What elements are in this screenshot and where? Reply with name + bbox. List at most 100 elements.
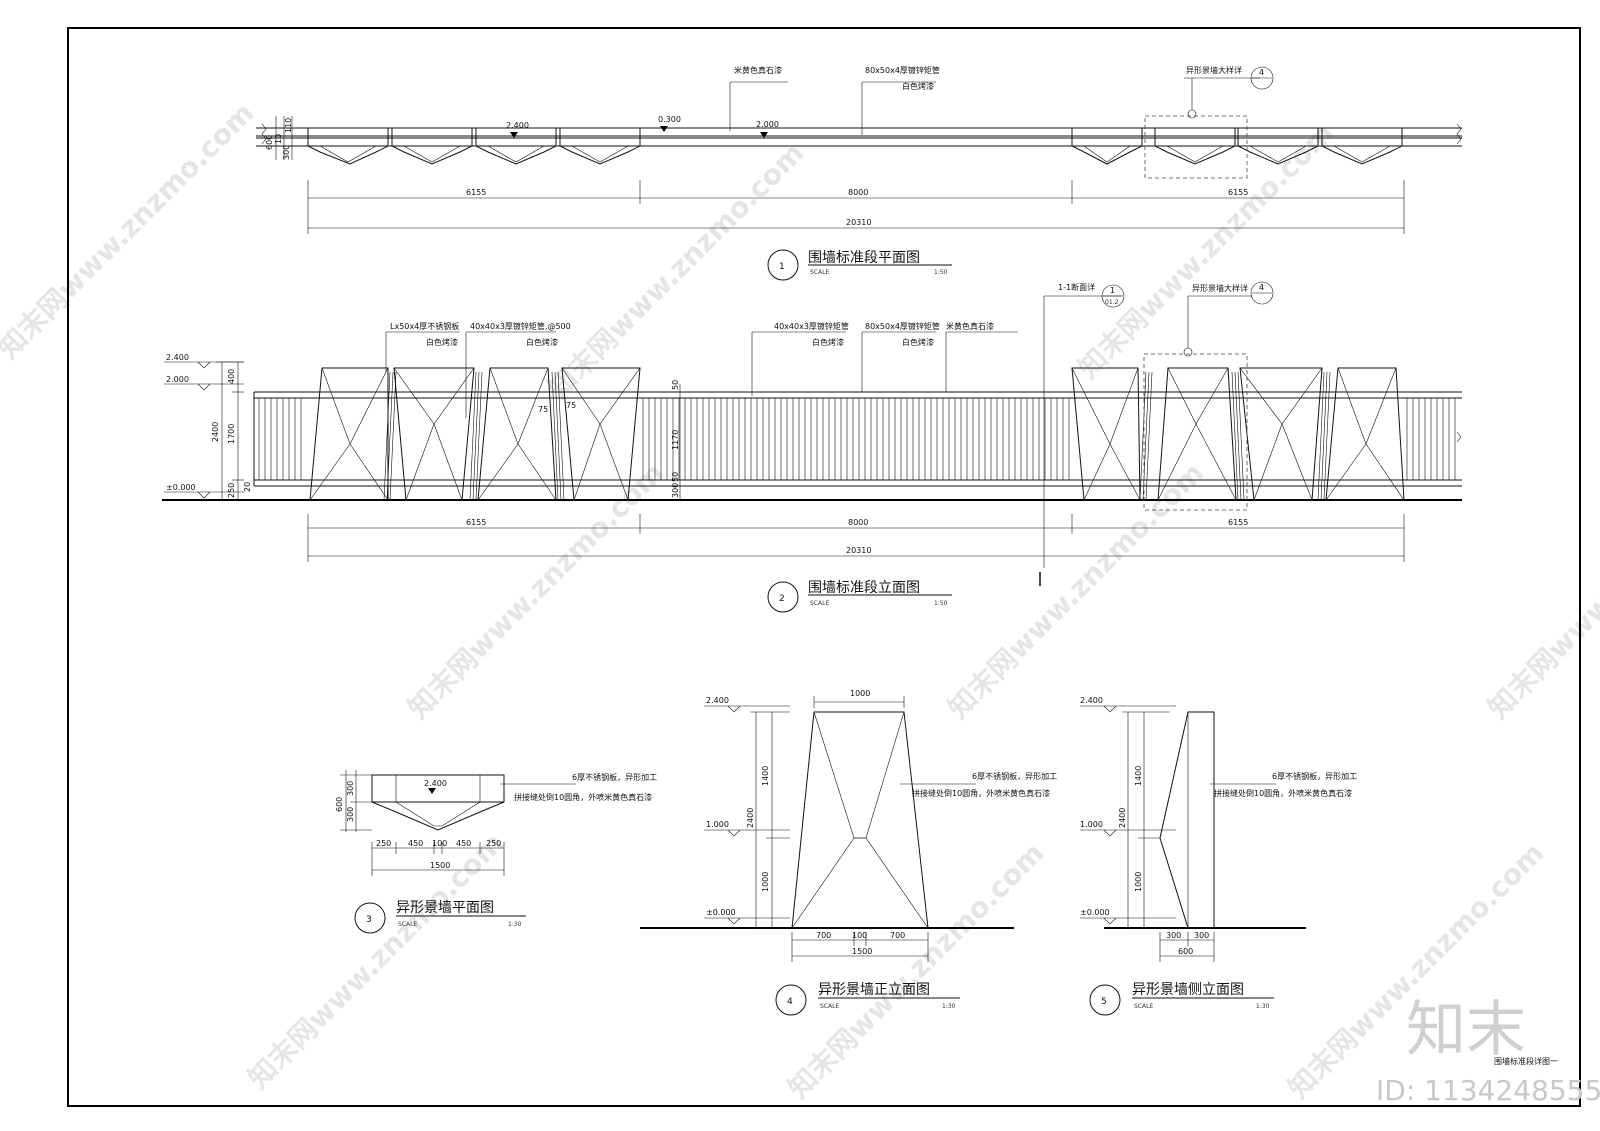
dim-text: 700 [816,931,831,940]
view-title-text: 异形景墙正立面图 [818,982,930,998]
elev-material-label: 40x40x3厚镀锌矩管,@500 [470,321,571,331]
dim-text: 300 [671,483,680,498]
scale-value: 1:30 [1256,1003,1270,1010]
plan-material-label: 80x50x4厚镀锌矩管 [865,65,940,75]
railing-pickets [258,398,1456,480]
dim-text: 1700 [227,424,236,444]
plan-view: 2.400 0.300 2.000 米黄色真石漆 80x50x4厚镀锌矩管 白色… [256,65,1462,281]
dim-text: 450 [456,839,471,848]
level-text: ±0.000 [166,483,196,492]
elev-wall-panel [1239,367,1323,501]
dim-text: 2400 [746,808,755,828]
scale-value: 1:30 [942,1003,956,1010]
wall-material-label: 6厚不锈钢板，异形加工 [972,771,1057,781]
dim-text: 1500 [430,861,450,870]
level-text: 2.400 [506,121,529,130]
section-ref-label: 1-1断面详 [1058,282,1095,292]
elev-wall-panel [1157,367,1237,501]
view-title: 3 异形景墙平面图 SCALE 1:30 [354,900,526,934]
watermark-layer: 知末网www.znzmo.com 知末网www.znzmo.com 知末网www… [0,96,1600,1105]
level-text: 1.000 [706,820,729,829]
elev-wall-panel [477,367,557,501]
view-title-text: 异形景墙侧立面图 [1132,982,1244,998]
section-ref-sheet: 01.2 [1105,299,1119,306]
plan-wall-piece [475,127,557,165]
scale-value: 1:50 [934,269,948,276]
elev-material-label: Lx50x4厚不锈钢板 [390,321,459,331]
watermark-text: 知末网www.znzmo.com [1482,456,1600,725]
scale-value: 1:30 [508,921,522,928]
view-title-number: 5 [1101,997,1107,1007]
view-title-text: 异形景墙平面图 [396,900,494,916]
wall-material-label: 拼接缝处倒10圆角，外喷米黄色真石漆 [1214,788,1352,798]
dim-text: 20 [243,482,252,492]
watermark-text: 知末网www.znzmo.com [1072,116,1341,385]
view-title-text: 围墙标准段平面图 [808,250,920,266]
wall-material-label: 6厚不锈钢板，异形加工 [572,772,657,782]
dim-text: 600 [335,797,344,812]
dim-text: 600 [265,135,274,150]
dim-text: 300 [346,781,355,796]
dim-text: 75 [566,401,576,410]
watermark-text: 知末网www.znzmo.com [942,456,1211,725]
wall-material-label: 6厚不锈钢板，异形加工 [1272,771,1357,781]
elevation-view: 2.400 2.000 ±0.000 2400 400 1700 250 20 … [162,281,1462,613]
elev-wall-panel [309,367,389,501]
wall-side-elevation: 2.400 1.000 ±0.000 2400 1400 1000 300 30… [1080,696,1357,1016]
view-title: 1 围墙标准段平面图 SCALE 1:50 [767,249,952,281]
dim-text: 1170 [671,430,680,450]
dim-text: 300 [346,807,355,822]
plan-material-label: 白色烤漆 [902,81,934,91]
detail-callout-number: 4 [1259,68,1264,77]
view-title-number: 1 [779,262,785,272]
elev-wall-panel [393,367,475,501]
dim-text: 1000 [850,689,870,698]
level-text: 2.400 [1080,696,1103,705]
plan-wall-piece [1237,127,1319,165]
detail-callout-number: 4 [1259,283,1264,292]
dim-text: 6155 [1228,518,1248,527]
dim-text: 50 [671,472,680,482]
level-mark: 2.400 [164,353,244,369]
detail-callout-label: 异形景墙大样详 [1192,283,1248,293]
level-text: 1.000 [1080,820,1103,829]
dim-text: 1000 [1134,872,1143,892]
level-text: 2.400 [424,779,447,788]
wall-plan-view: 2.400 6厚不锈钢板，异形加工 拼接缝处倒10圆角，外喷米黄色真石漆 600… [335,770,657,934]
scale-label: SCALE [820,1003,839,1010]
dim-text: 250 [486,839,501,848]
dim-text: 8000 [848,188,868,197]
dim-text: 250 [227,483,236,498]
plan-material-label: 米黄色真石漆 [734,65,782,75]
level-text: ±0.000 [706,908,736,917]
wall-material-label: 拼接缝处倒10圆角，外喷米黄色真石漆 [912,788,1050,798]
plan-wall-piece [1071,127,1143,165]
dim-text: 2400 [211,422,220,442]
section-ref-number: 1 [1110,286,1115,295]
level-mark: ±0.000 [704,908,790,925]
scale-label: SCALE [398,921,417,928]
view-title-number: 4 [787,997,793,1007]
level-mark: 2.000 [164,375,244,391]
scale-label: SCALE [1134,1003,1153,1010]
level-mark: 2.400 [1080,696,1176,713]
dim-text: 1400 [1134,766,1143,786]
dim-text: 250 [376,839,391,848]
plan-wall-piece [1154,127,1236,165]
dim-text: 1400 [761,766,770,786]
level-mark: 0.300 [658,115,681,132]
sheet-border [67,27,1581,1107]
watermark-text: 知末网www.znzmo.com [242,826,511,1095]
dim-text: 300 [1194,931,1209,940]
view-title: 4 异形景墙正立面图 SCALE 1:30 [775,982,960,1016]
dim-text: 6155 [466,518,486,527]
dim-text: 300 [1166,931,1181,940]
dim-text: 300 [282,145,291,160]
level-text: 0.300 [658,115,681,124]
dim-text: 10 [274,134,283,144]
level-text: 2.000 [166,375,189,384]
dim-text: 6155 [466,188,486,197]
detail-callout-label: 异形景墙大样详 [1186,65,1242,75]
level-mark: 2.400 [704,696,790,713]
dim-text: 100 [852,931,867,940]
